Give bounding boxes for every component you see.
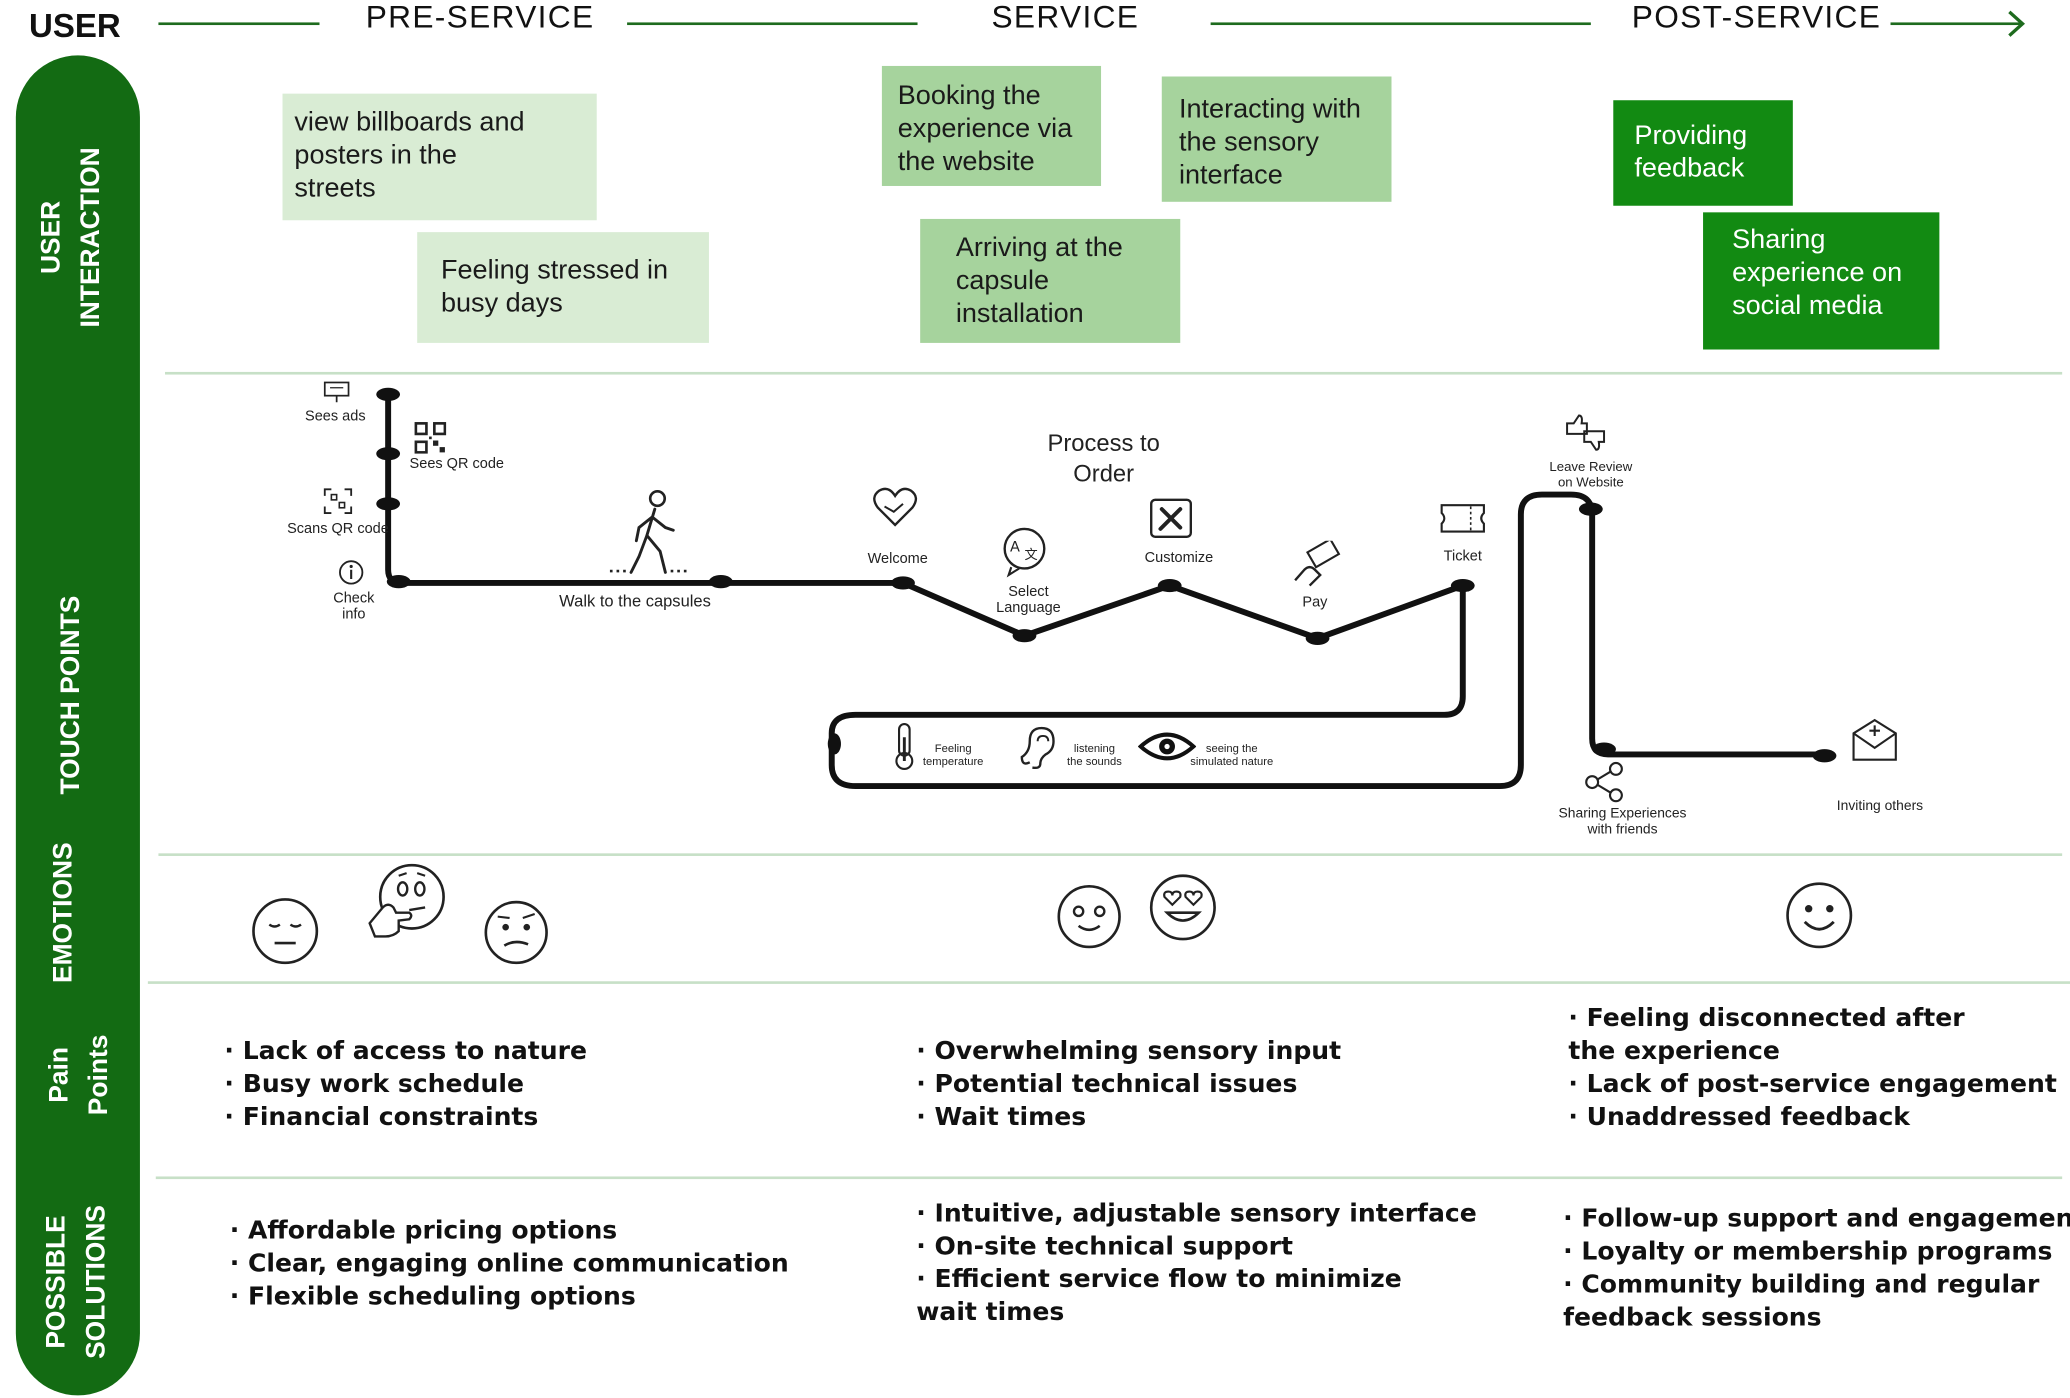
phase-post-service: POST-SERVICE [1631,0,1882,36]
thumbs-icon [1566,414,1606,451]
pain-point-item: · Feeling disconnected after [1568,1003,1965,1033]
solution-item: · Community building and regular [1563,1270,2040,1300]
touch-point-label: Sees ads [305,408,366,425]
share-icon [1585,761,1623,803]
pain-point-item: · Financial constraints [224,1102,539,1132]
pain-points-post-service: · Feeling disconnected after the experie… [1568,1002,2056,1134]
solution-item: · On-site technical support [916,1231,1293,1261]
solution-item: · Follow-up support and engagement [1563,1204,2070,1234]
svg-text:文: 文 [1024,547,1037,563]
neutral-face-icon [252,898,319,965]
lane-separator [158,853,2063,856]
touch-point-label: listening the sounds [1066,741,1122,767]
solutions-service: · Intuitive, adjustable sensory interfac… [916,1198,1477,1330]
pain-point-item: · Unaddressed feedback [1568,1102,1910,1132]
mail-invite-icon [1852,718,1897,761]
pain-point-item: · Potential technical issues [916,1069,1298,1099]
pain-point-item: · Wait times [916,1102,1087,1132]
user-label: USER [29,7,121,45]
touch-point-label: Walk to the capsules [559,592,711,611]
scan-qr-icon [323,488,353,514]
interaction-card: Booking the experience via the website [881,65,1102,186]
interaction-card: Feeling stressed in busy days [417,232,709,343]
qr-code-icon [414,422,447,454]
solution-item: · Loyalty or membership programs [1563,1237,2053,1267]
touch-point-label: Inviting others [1836,797,1924,814]
solutions-post-service: · Follow-up support and engagement · Loy… [1563,1203,2070,1335]
touch-point-label: Scans QR code [287,520,389,537]
heart-eyes-face-icon [1149,874,1216,941]
heart-hands-icon [873,487,918,527]
info-icon [339,560,364,585]
eye-icon [1138,732,1197,761]
solution-item: · Efficient service flow to minimize [916,1264,1402,1294]
interaction-card: view billboards and posters in the stree… [282,93,597,221]
phase-pre-service: PRE-SERVICE [365,0,595,36]
touch-point-label: Select Language [996,584,1061,616]
pain-point-item: · Lack of post-service engagement [1568,1069,2057,1099]
pain-point-item: · Busy work schedule [224,1069,524,1099]
billboard-icon [323,381,350,403]
touch-point-label: Ticket [1443,548,1482,565]
pay-hand-icon [1294,540,1341,587]
lane-separator [155,1176,2063,1180]
pain-points-pre-service: · Lack of access to nature · Busy work s… [224,1035,587,1134]
touch-point-label: Sharing Experiences with friends [1558,805,1687,838]
interaction-card: Arriving at the capsule installation [920,218,1181,343]
translate-icon: A文 [1003,527,1046,578]
solution-item: wait times [916,1297,1065,1327]
svg-text:A: A [1010,539,1020,555]
confused-face-icon [484,900,548,965]
interaction-card: Providing feedback [1613,100,1793,206]
smiling-face-icon [1786,882,1853,949]
touch-point-label: seeing the simulated nature [1190,741,1274,767]
walking-person-icon [609,489,690,574]
touch-point-label: Process to Order [1047,429,1160,487]
thinking-face-icon [368,863,445,938]
ticket-icon [1440,504,1485,533]
arrow-right-icon [2008,10,2026,37]
ear-icon [1020,726,1055,770]
solution-item: feedback sessions [1563,1303,1822,1333]
touch-point-label: Leave Review on Website [1549,460,1633,491]
thermometer-icon [895,723,914,770]
interaction-card: Sharing experience on social media [1703,212,1940,350]
pain-point-item: the experience [1568,1036,1780,1066]
pain-point-item: · Overwhelming sensory input [916,1036,1342,1066]
phase-service: SERVICE [991,0,1140,36]
pleased-face-icon [1057,884,1121,949]
touch-point-label: Feeling temperature [922,741,984,767]
solutions-pre-service: · Affordable pricing options · Clear, en… [230,1215,789,1314]
touch-point-label: Customize [1144,549,1214,566]
solution-item: · Clear, engaging online communication [229,1248,789,1279]
touch-point-label: Check info [333,590,375,623]
touch-point-label: Welcome [867,551,928,568]
interaction-card: Interacting with the sensory interface [1161,76,1392,202]
timeline-line [1210,22,1591,26]
pain-point-item: · Lack of access to nature [224,1036,588,1066]
lane-separator [165,371,2063,375]
touch-point-label: Sees QR code [409,456,505,473]
pain-points-service: · Overwhelming sensory input · Potential… [916,1035,1341,1134]
timeline-line [1890,22,2023,26]
timeline-line [627,22,918,26]
touch-point-label: Pay [1302,594,1328,611]
solution-item: · Intuitive, adjustable sensory interfac… [916,1198,1477,1228]
solution-item: · Affordable pricing options [229,1216,618,1246]
tools-icon [1150,498,1193,538]
solution-item: · Flexible scheduling options [229,1281,636,1311]
lane-sidebar [15,55,140,1396]
lane-separator [147,981,2070,984]
timeline-line [158,22,320,26]
